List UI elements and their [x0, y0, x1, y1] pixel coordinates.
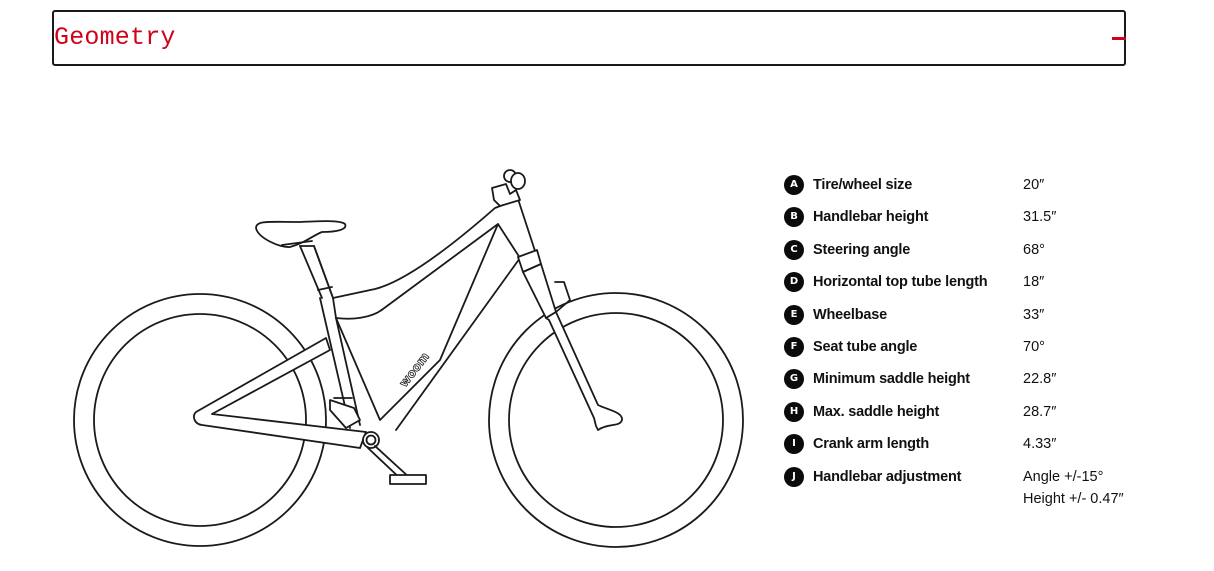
spec-label: Seat tube angle: [813, 338, 918, 355]
geometry-accordion-header[interactable]: Geometry: [52, 10, 1126, 66]
spec-label: Crank arm length: [813, 436, 930, 453]
frame-icon: [299, 198, 537, 485]
badge-h: H: [784, 401, 804, 422]
spec-label: Steering angle: [813, 241, 911, 258]
spec-label: Handlebar adjustment: [813, 468, 962, 485]
spec-row-seat-tube-angle: F Seat tube angle 70°: [784, 336, 1184, 368]
spec-label: Wheelbase: [813, 306, 887, 323]
spec-row-wheelbase: E Wheelbase 33″: [784, 304, 1184, 336]
accordion-title: Geometry: [54, 23, 176, 52]
spec-value: 70°: [1023, 338, 1045, 355]
badge-f: F: [784, 336, 804, 357]
spec-label: Tire/wheel size: [813, 177, 913, 193]
spec-value: 68°: [1023, 241, 1045, 258]
spec-value: 28.7″: [1023, 403, 1057, 420]
spec-value: Angle +/-15°: [1023, 468, 1104, 485]
spec-row-handlebar-adjustment: J Handlebar adjustment Angle +/-15° Heig…: [784, 466, 1184, 507]
badge-e: E: [784, 304, 804, 325]
spec-label: Horizontal top tube length: [813, 274, 988, 291]
minus-icon[interactable]: [1112, 37, 1126, 40]
spec-value: 4.33″: [1023, 436, 1057, 453]
spec-row-min-saddle-height: G Minimum saddle height 22.8″: [784, 368, 1184, 400]
handlebar-icon: [491, 169, 526, 207]
badge-j: J: [784, 466, 804, 487]
spec-value-secondary: Height +/- 0.47″: [1023, 490, 1124, 507]
spec-row-max-saddle-height: H Max. saddle height 28.7″: [784, 401, 1184, 433]
spec-row-top-tube-length: D Horizontal top tube length 18″: [784, 271, 1184, 303]
spec-value: 20″: [1023, 177, 1045, 193]
badge-b: B: [784, 207, 804, 228]
badge-d: D: [784, 272, 804, 293]
spec-row-handlebar-height: B Handlebar height 31.5″: [784, 206, 1184, 238]
spec-row-crank-arm-length: I Crank arm length 4.33″: [784, 433, 1184, 465]
spec-row-steering-angle: C Steering angle 68°: [784, 239, 1184, 271]
badge-a: A: [784, 175, 804, 195]
spec-value: 31.5″: [1023, 209, 1057, 226]
badge-g: G: [784, 369, 804, 390]
bicycle-illustration: woom: [73, 169, 744, 548]
rear-triangle-icon: [193, 337, 367, 449]
geometry-specs-table: A Tire/wheel size 20″ B Handlebar height…: [784, 174, 1184, 507]
spec-row-tire-wheel-size: A Tire/wheel size 20″: [784, 174, 1184, 206]
badge-i: I: [784, 434, 804, 455]
badge-c: C: [784, 239, 804, 260]
fork-icon: [517, 249, 623, 431]
spec-value: 22.8″: [1023, 371, 1057, 388]
spec-value: 18″: [1023, 274, 1045, 291]
spec-label: Handlebar height: [813, 209, 929, 226]
spec-label: Max. saddle height: [813, 403, 940, 420]
saddle-icon: [255, 220, 347, 248]
spec-label: Minimum saddle height: [813, 371, 970, 388]
spec-value: 33″: [1023, 306, 1045, 323]
